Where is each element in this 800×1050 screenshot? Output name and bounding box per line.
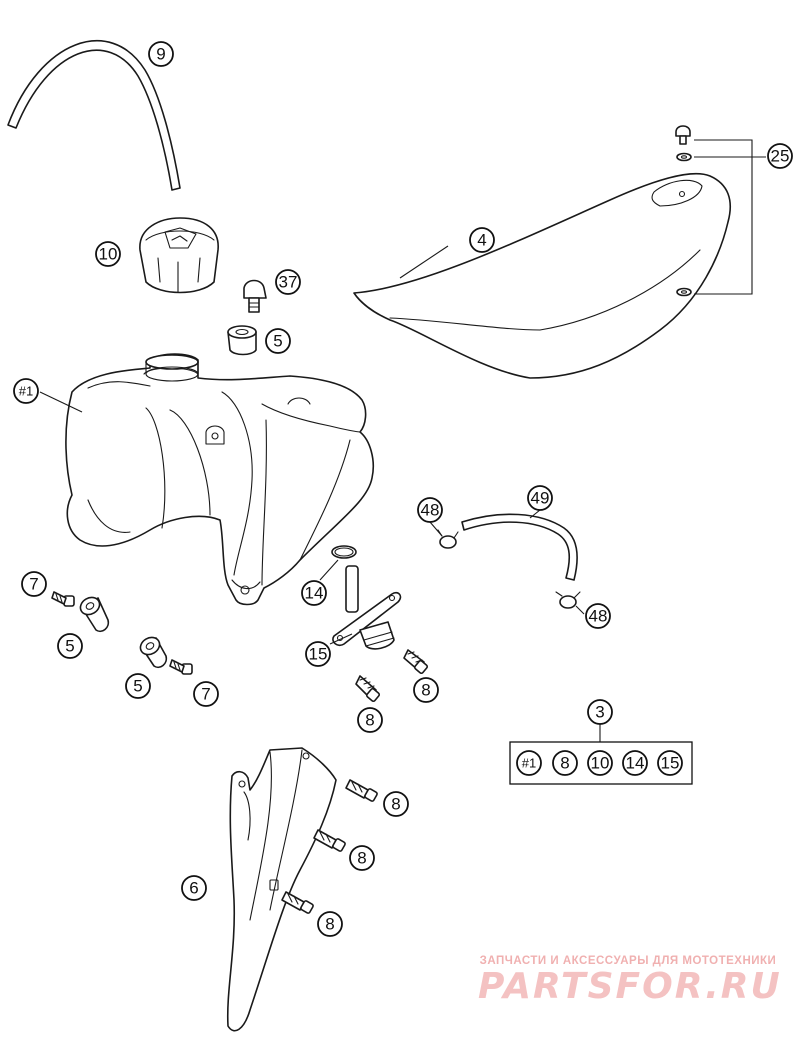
callout-label: 48 xyxy=(421,501,440,520)
part-14-o-ring xyxy=(331,545,357,559)
callout-label: 3 xyxy=(595,703,604,722)
callout-14: 14 xyxy=(301,580,327,606)
callout-10: 10 xyxy=(95,241,121,267)
callout-label: 15 xyxy=(309,645,328,664)
kit-item-label: 8 xyxy=(560,754,569,773)
callout-label: 14 xyxy=(305,584,324,603)
kit-item-label: 14 xyxy=(626,754,645,773)
callout-label: 8 xyxy=(391,795,400,814)
callout-label: 8 xyxy=(365,711,374,730)
watermark: ЗАПЧАСТИ И АКСЕССУАРЫ ДЛЯ МОТОТЕХНИКИ PA… xyxy=(478,955,782,1007)
part-8-screw-c xyxy=(345,779,378,802)
kit-item-label: 10 xyxy=(591,754,610,773)
watermark-subtitle: ЗАПЧАСТИ И АКСЕССУАРЫ ДЛЯ МОТОТЕХНИКИ xyxy=(479,955,777,967)
callout-5-top: 5 xyxy=(265,328,291,354)
part-7-screw-middle xyxy=(169,659,193,675)
callout-9: 9 xyxy=(148,41,174,67)
part-6-side-panel xyxy=(226,747,337,1032)
callout-label: 37 xyxy=(279,273,298,292)
callout-5-left: 5 xyxy=(57,633,83,659)
part-7-screw-left xyxy=(51,591,75,607)
part-8-screw-b xyxy=(403,649,429,675)
callout-label: 5 xyxy=(133,677,142,696)
callout-7-middle: 7 xyxy=(193,681,219,707)
callout-5-middle: 5 xyxy=(125,673,151,699)
callout-label: 8 xyxy=(325,915,334,934)
callout-8-panel-upper: 8 xyxy=(383,791,409,817)
callout-label: #1 xyxy=(19,384,33,399)
callout-label: 48 xyxy=(589,607,608,626)
kit-item-14: 14 xyxy=(622,750,648,776)
part-48-hose-clamp-upper xyxy=(437,529,459,549)
callout-label: 5 xyxy=(273,332,282,351)
callout-48-upper: 48 xyxy=(417,497,443,523)
part-5-rubber-bush-middle xyxy=(139,636,168,669)
kit-item-1: #1 xyxy=(516,750,542,776)
part-15-fuel-tap xyxy=(332,565,402,650)
part-49-fuel-hose xyxy=(461,513,578,581)
callout-label: 6 xyxy=(189,879,198,898)
part-4-seat xyxy=(353,172,732,379)
callout-label: 9 xyxy=(156,45,165,64)
part-37-bolt xyxy=(243,279,267,313)
callout-25: 25 xyxy=(767,143,793,169)
callout-1: #1 xyxy=(13,378,39,404)
callout-37: 37 xyxy=(275,269,301,295)
callout-8-panel-lower: 8 xyxy=(317,911,343,937)
callout-label: 10 xyxy=(99,245,118,264)
callout-label: 5 xyxy=(65,637,74,656)
part-1-fuel-tank xyxy=(65,353,375,606)
callout-label: 7 xyxy=(201,685,210,704)
callout-label: 25 xyxy=(771,147,790,166)
callout-label: 8 xyxy=(357,849,366,868)
watermark-brand: PARTSFOR.RU xyxy=(478,966,782,1007)
callout-8-tap-right: 8 xyxy=(413,677,439,703)
part-48-hose-clamp-lower xyxy=(555,591,581,609)
callout-label: 8 xyxy=(421,681,430,700)
part-8-screw-a xyxy=(355,675,381,703)
kit-item-10: 10 xyxy=(587,750,613,776)
callout-6: 6 xyxy=(181,875,207,901)
callout-4: 4 xyxy=(469,227,495,253)
kit-item-8: 8 xyxy=(552,750,578,776)
kit-item-label: 15 xyxy=(661,754,680,773)
callout-3: 3 xyxy=(587,699,613,725)
callout-label: 7 xyxy=(29,575,38,594)
part-9-breather-hose xyxy=(7,40,181,191)
part-8-screw-e xyxy=(281,891,314,914)
callout-7-left: 7 xyxy=(21,571,47,597)
callout-8-tap-left: 8 xyxy=(357,707,383,733)
callout-label: 49 xyxy=(531,489,550,508)
part-5-rubber-bush-top xyxy=(227,325,257,356)
callout-49: 49 xyxy=(527,485,553,511)
part-25-screw-and-washers xyxy=(675,125,766,297)
kit-item-label: #1 xyxy=(522,756,536,771)
part-5-rubber-bush-left xyxy=(79,596,110,633)
callout-48-lower: 48 xyxy=(585,603,611,629)
part-8-screw-d xyxy=(313,829,346,852)
callout-label: 4 xyxy=(477,231,486,250)
callout-8-panel-middle: 8 xyxy=(349,845,375,871)
part-10-fuel-cap xyxy=(139,217,219,294)
kit-item-15: 15 xyxy=(657,750,683,776)
callout-15: 15 xyxy=(305,641,331,667)
